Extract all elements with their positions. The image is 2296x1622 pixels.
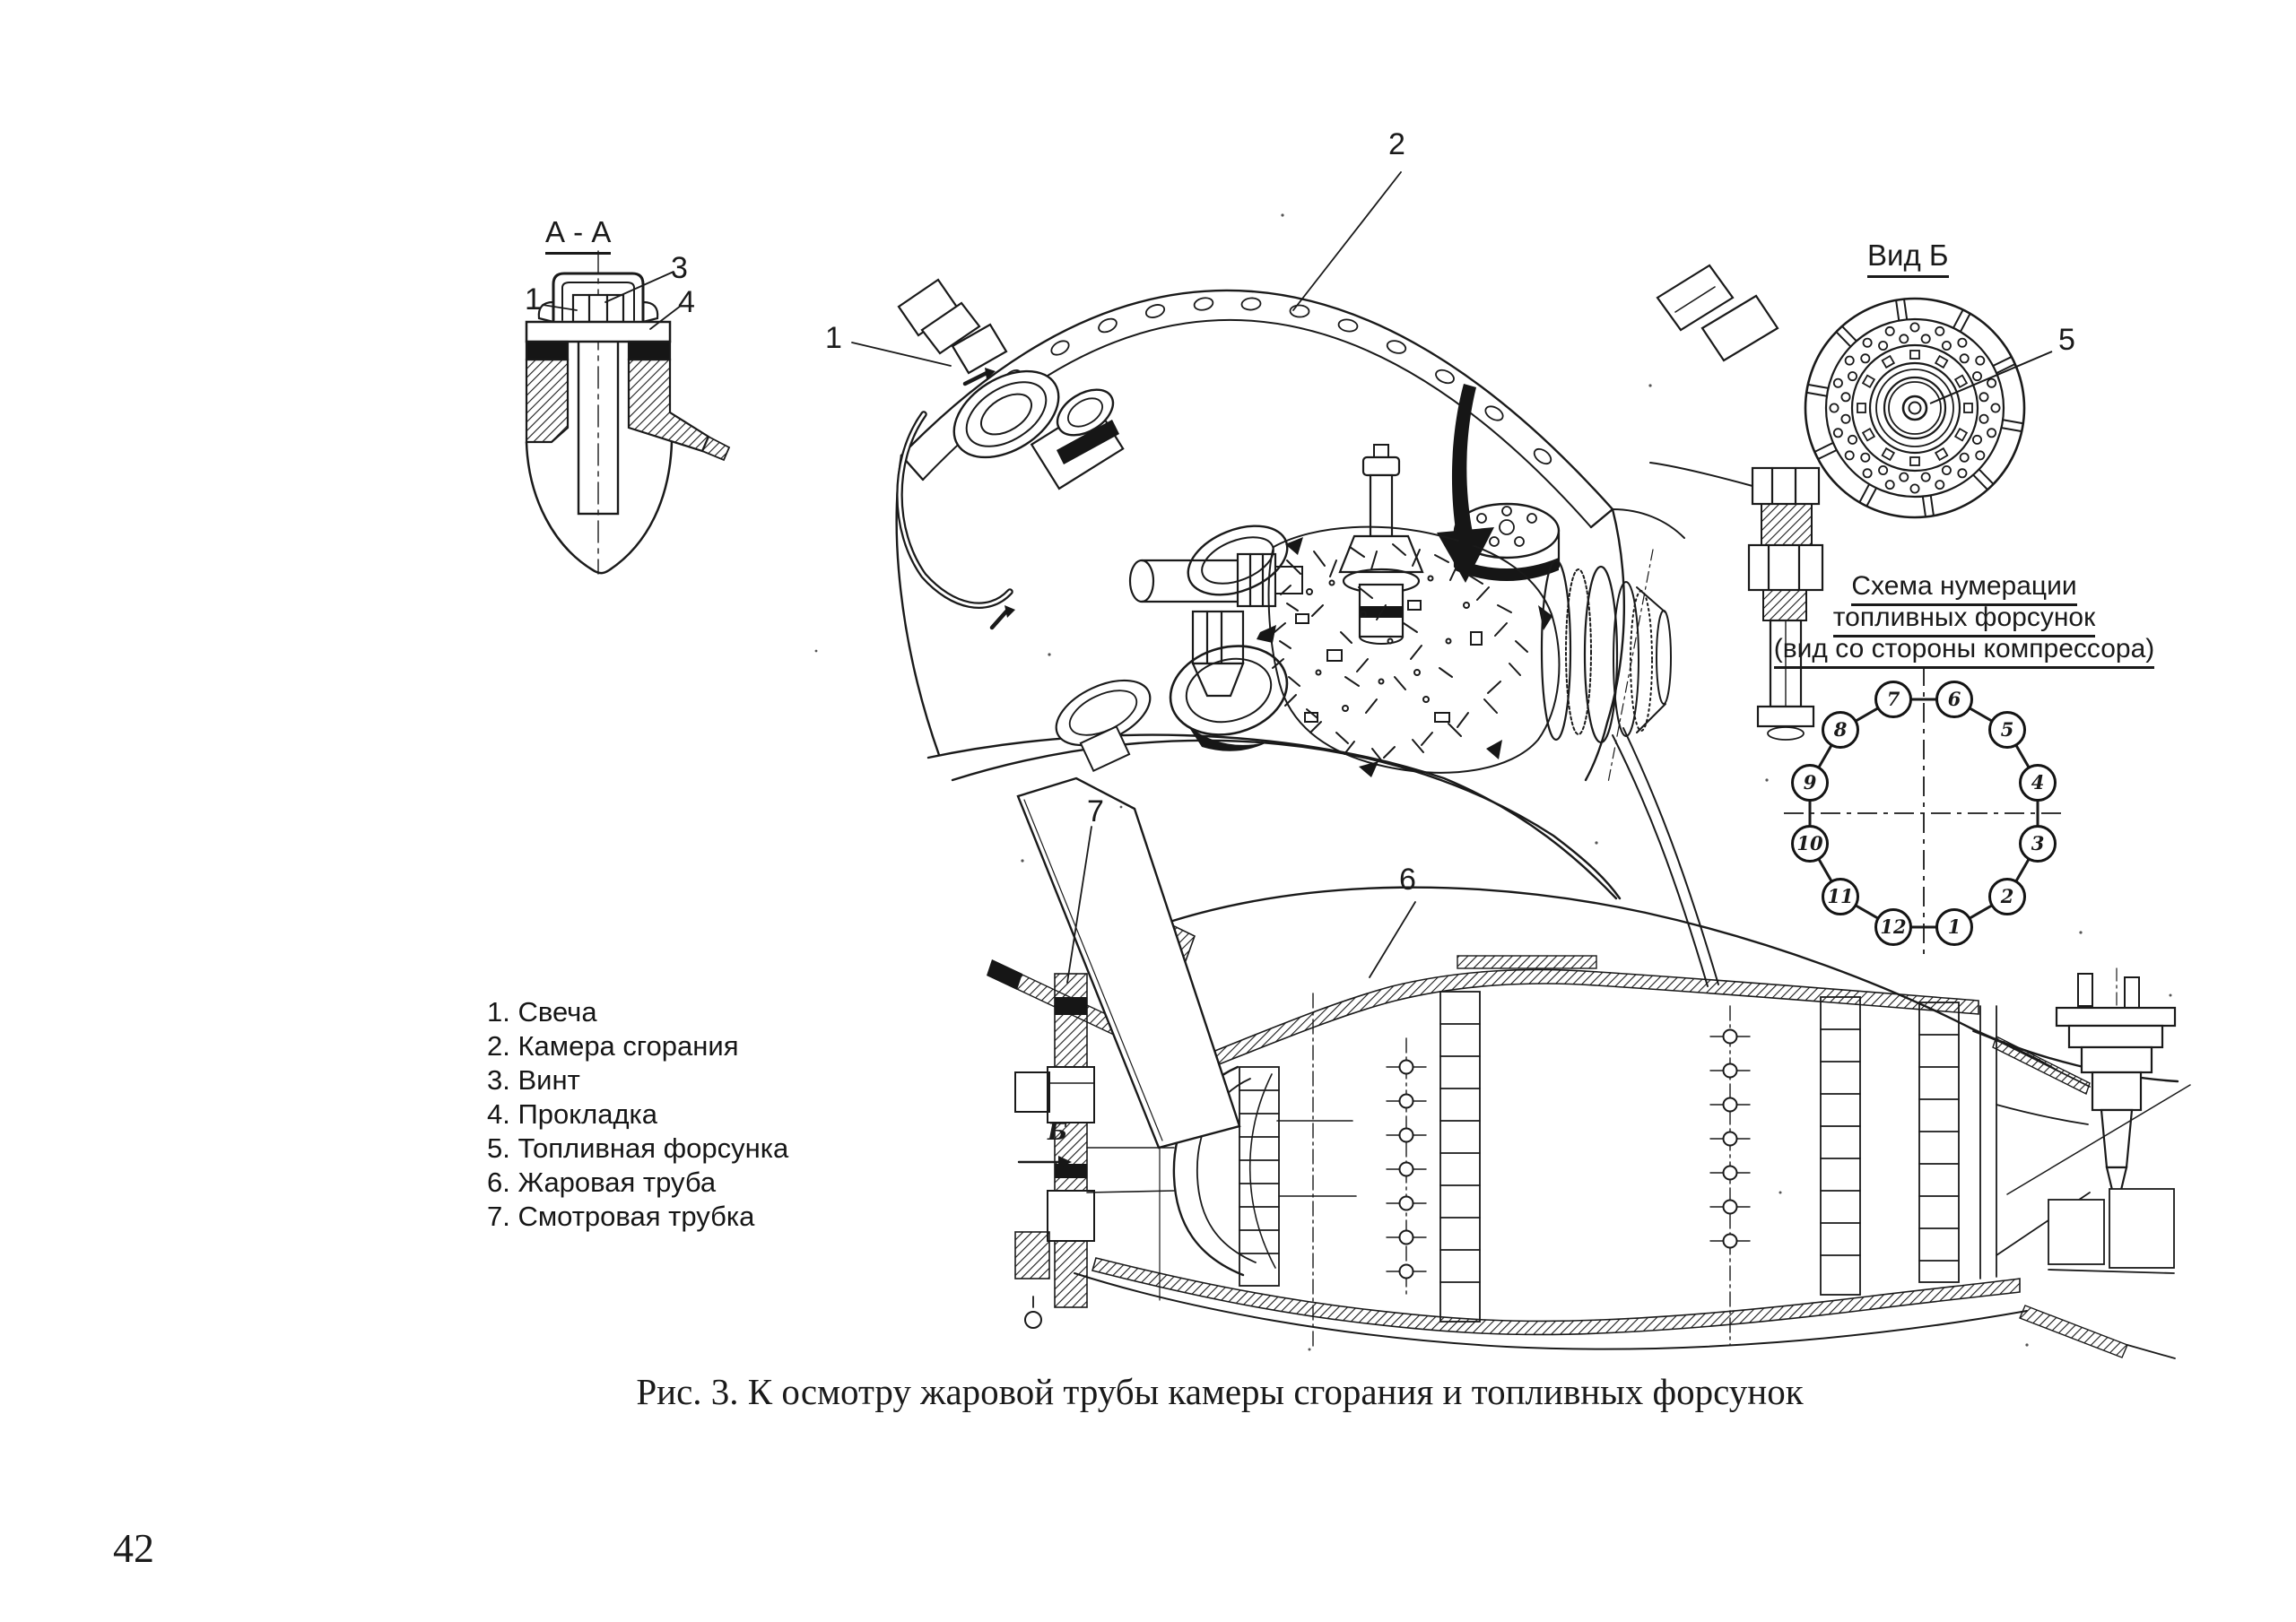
injector-position-2: 2 xyxy=(1988,878,2026,915)
inspection-tube xyxy=(1016,776,1241,1149)
outer-spokes xyxy=(1805,299,2024,517)
callout-6: 6 xyxy=(1399,863,1416,897)
scan-specks-bottom xyxy=(1021,805,2172,1351)
leader-4 xyxy=(649,305,682,330)
nozzle-body xyxy=(1883,376,1947,440)
engine-illustration xyxy=(1169,525,1672,784)
left-flange-assembly xyxy=(1014,973,1175,1329)
engine-body-outline xyxy=(1267,525,1561,774)
leader-3 xyxy=(604,271,674,303)
right-pipe-cluster xyxy=(1612,264,1824,741)
spark-plug xyxy=(896,278,1152,773)
section-cut-marks xyxy=(962,368,1015,630)
figure-caption: Рис. 3. К осмотру жаровой трубы камеры с… xyxy=(636,1371,1804,1412)
spark-plug-section xyxy=(525,250,731,575)
callout-1-section: 1 xyxy=(525,282,542,317)
callout-4: 4 xyxy=(678,285,695,319)
view-b-drawing xyxy=(1804,297,2053,519)
air-holes xyxy=(1829,322,2001,494)
gear-ring xyxy=(1857,350,1973,466)
callout-2: 2 xyxy=(1388,127,1405,161)
legend-item-2: 2. Камера сгорания xyxy=(487,1030,739,1062)
scheme-title-line2: топливных форсунок xyxy=(1832,603,2096,638)
injector-position-3: 3 xyxy=(2019,825,2057,863)
page-number: 42 xyxy=(113,1525,154,1571)
legend-item-3: 3. Винт xyxy=(487,1064,580,1096)
injector-position-1: 1 xyxy=(1935,908,1973,946)
injector-position-12: 12 xyxy=(1874,908,1912,946)
section-centerline xyxy=(1276,993,1357,1348)
tee-fitting xyxy=(1128,552,1303,698)
injector-position-5: 5 xyxy=(1988,711,2026,749)
section-aa-title: А - А xyxy=(545,215,612,255)
scan-specks xyxy=(814,213,1769,782)
gasket-left xyxy=(525,340,570,361)
numbering-scheme-title: Схема нумерации топливных форсунок (вид … xyxy=(1758,570,2170,669)
legend-item-6: 6. Жаровая труба xyxy=(487,1167,717,1198)
leader-6 xyxy=(1369,901,1416,978)
injector-position-4: 4 xyxy=(2019,764,2057,802)
ring-band-2 xyxy=(1439,991,1481,1323)
injector-position-10: 10 xyxy=(1791,825,1829,863)
ring-band-3 xyxy=(1820,996,1861,1296)
leader-1 xyxy=(542,304,578,311)
fuel-injector xyxy=(1972,967,2191,1274)
black-arrow-to-engine xyxy=(1437,384,1494,583)
scheme-title-line3: (вид со стороны компрессора) xyxy=(1773,634,2155,669)
bolt-column-right xyxy=(1709,1005,1751,1346)
legend: 1. Свеча 2. Камера сгорания 3. Винт 4. П… xyxy=(487,995,788,1234)
combustion-chamber-drawing xyxy=(814,171,1824,987)
ring-band-1 xyxy=(1239,1066,1280,1287)
gasket-right xyxy=(627,340,672,361)
injector-position-8: 8 xyxy=(1822,711,1859,749)
leader-2 xyxy=(1292,171,1402,311)
injector-position-11: 11 xyxy=(1822,878,1859,915)
turbine-rings xyxy=(1540,549,1672,784)
legend-item-1: 1. Свеча xyxy=(487,996,597,1028)
inspection-tube-edge xyxy=(1023,799,1163,1141)
bolt-column-left xyxy=(1386,1037,1427,1299)
scheme-title-line1: Схема нумерации xyxy=(1851,571,2077,606)
view-b-cut-label: Б xyxy=(1048,1119,1068,1146)
section-aa-drawing xyxy=(525,250,731,575)
valve-fitting xyxy=(1338,444,1424,645)
legend-item-4: 4. Прокладка xyxy=(487,1098,658,1130)
ring-band-4 xyxy=(1918,1002,1960,1283)
view-b-title: Вид Б xyxy=(1867,239,1949,278)
injector-position-6: 6 xyxy=(1935,681,1973,718)
intake-cones xyxy=(1169,525,1289,751)
callout-1-chamber: 1 xyxy=(825,321,842,355)
ink-patches xyxy=(1257,533,1552,777)
flame-tube-walls xyxy=(1074,955,2176,1359)
injector-position-9: 9 xyxy=(1791,764,1829,802)
outer-casing-top xyxy=(1157,886,2179,1083)
leader-7 xyxy=(1066,826,1092,984)
leader-1-chamber xyxy=(851,342,952,367)
flame-tube-section-drawing xyxy=(987,776,2191,1359)
engine-detail-strokes xyxy=(1272,543,1528,762)
callout-3: 3 xyxy=(671,251,688,285)
leader-5 xyxy=(1929,351,2053,404)
callout-7: 7 xyxy=(1087,794,1104,828)
injector-position-7: 7 xyxy=(1874,681,1912,718)
callout-5: 5 xyxy=(2058,323,2075,357)
legend-item-7: 7. Смотровая трубка xyxy=(487,1201,755,1232)
legend-item-5: 5. Топливная форсунка xyxy=(487,1132,789,1164)
